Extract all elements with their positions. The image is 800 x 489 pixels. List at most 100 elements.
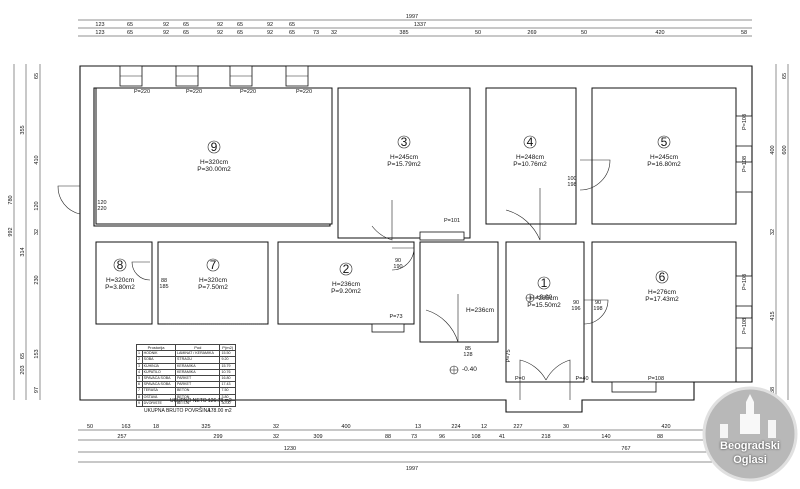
dim-top-row2: 269	[527, 30, 536, 36]
dim-left-col2: 153	[34, 349, 40, 358]
room-height: H=320cm	[106, 277, 134, 284]
door-label: 100	[567, 176, 576, 182]
hallway-height-label: H=236cm	[466, 307, 494, 314]
door-label: 190	[393, 264, 402, 270]
gross-area-label: UKUPNA BRUTO POVRŠINA :	[144, 408, 214, 414]
window-label: P=220	[240, 89, 256, 95]
door-label: 88	[161, 278, 167, 284]
dim-top-row2: 92	[217, 30, 223, 36]
room-area: P=7.50m2	[198, 284, 228, 291]
room-number-circle-icon	[113, 258, 127, 272]
room-labels: 9H=320cmP=30.00m23H=245cmP=15.79m24H=248…	[105, 135, 681, 309]
door-label: 185	[159, 284, 168, 290]
door-label: 198	[567, 182, 576, 188]
room-height: H=245cm	[390, 154, 418, 161]
room-height: H=285cm	[530, 295, 558, 302]
window-label: P=108	[742, 274, 748, 290]
room-area: P=10.76m2	[513, 161, 547, 168]
legend-header-area: P(m2)	[219, 343, 236, 352]
legend-cell: SPAVACA SOBA	[141, 381, 177, 389]
level-main-label: ±0.00	[536, 294, 553, 301]
room-2-area	[277, 241, 415, 325]
dim-bottom-row3: 1230	[284, 446, 296, 452]
dim-bottom-row1: 18	[153, 424, 159, 430]
dim-left-col2: 230	[34, 275, 40, 284]
dim-top-row1: 65	[183, 22, 189, 28]
room-number: 1	[541, 276, 548, 290]
dim-right-col: 415	[770, 311, 776, 320]
net-area-label: UKUPNO NETO :	[170, 398, 210, 404]
net-area-value: 126.78 m2	[208, 398, 232, 404]
legend-cell: 15.50	[219, 350, 236, 358]
room-number-circle-icon	[537, 276, 551, 290]
window-label: P=220	[134, 89, 150, 95]
door-label: 128	[463, 352, 472, 358]
legend-cell: KUHINJA	[141, 362, 177, 370]
doors	[57, 159, 611, 400]
dim-bottom-row1: 12	[481, 424, 487, 430]
room-number-circle-icon	[397, 135, 411, 149]
room-height: H=245cm	[650, 154, 678, 161]
dim-left-col2: 97	[34, 387, 40, 393]
room-height: H=320cm	[200, 159, 228, 166]
dim-top-row2: 92	[267, 30, 273, 36]
room-area: P=3.80m2	[105, 284, 135, 291]
dim-bottom-row1: 50	[87, 424, 93, 430]
dim-right-col: 65	[782, 73, 788, 79]
dim-left-col1: 780	[8, 195, 14, 204]
room-number: 5	[661, 135, 668, 149]
door-label: 90	[595, 300, 601, 306]
legend-cell: TERASA	[141, 387, 177, 395]
legend-cell: 30.00	[219, 399, 236, 408]
dim-right-col: 600	[782, 145, 788, 154]
legend-header-floor: Pod	[175, 343, 221, 352]
dim-left-col1: 992	[8, 227, 14, 236]
room-number: 7	[210, 258, 217, 272]
dim-top-row2: 58	[741, 30, 747, 36]
room-number-circle-icon	[523, 135, 537, 149]
window-label: P=0	[515, 376, 525, 382]
dim-top-row2: 73	[313, 30, 319, 36]
room-number: 2	[343, 262, 350, 276]
legend-cell: PARKET	[175, 374, 221, 383]
room-6-area	[591, 241, 737, 383]
level-markers: ±0.00 -0.40	[449, 293, 553, 375]
dim-top-row2: 65	[237, 30, 243, 36]
room-number: 3	[401, 135, 408, 149]
door-label: 220	[97, 206, 106, 212]
watermark-badge-icon	[702, 386, 798, 482]
room-3-area	[337, 87, 471, 239]
dim-bottom-row2: 88	[657, 434, 663, 440]
bottom-dimension-lines: 50163183253240013224122273042058 2572993…	[78, 424, 752, 472]
dim-bottom-row2: 140	[601, 434, 610, 440]
dim-bottom-row2: 73	[411, 434, 417, 440]
dim-right-col: 38	[770, 387, 776, 393]
legend-cell: DVORISTE	[141, 399, 177, 408]
dim-bottom-row2: 108	[471, 434, 480, 440]
dim-left-col2: 65	[34, 73, 40, 79]
dim-top-row2: 420	[655, 30, 664, 36]
watermark-line1: Beogradski	[720, 440, 780, 452]
dim-top-row1: 123	[95, 22, 104, 28]
window-label: P=101	[444, 218, 460, 224]
room-number-circle-icon	[206, 258, 220, 272]
windows	[119, 65, 753, 393]
door-label: 90	[573, 300, 579, 306]
dim-top-row1: 1337	[414, 22, 426, 28]
legend-cell: KERAMIKA	[175, 368, 221, 377]
room-height: H=320cm	[199, 277, 227, 284]
dim-bottom-row2: 309	[313, 434, 322, 440]
dim-top-row2: 65	[289, 30, 295, 36]
window-label: P=75	[506, 350, 512, 363]
dim-left-col2: 410	[34, 155, 40, 164]
dim-bottom-total: 1997	[406, 466, 418, 472]
legend-cell: SPAVACA SOBA	[141, 374, 177, 383]
legend-cell: 7.50	[219, 387, 236, 395]
